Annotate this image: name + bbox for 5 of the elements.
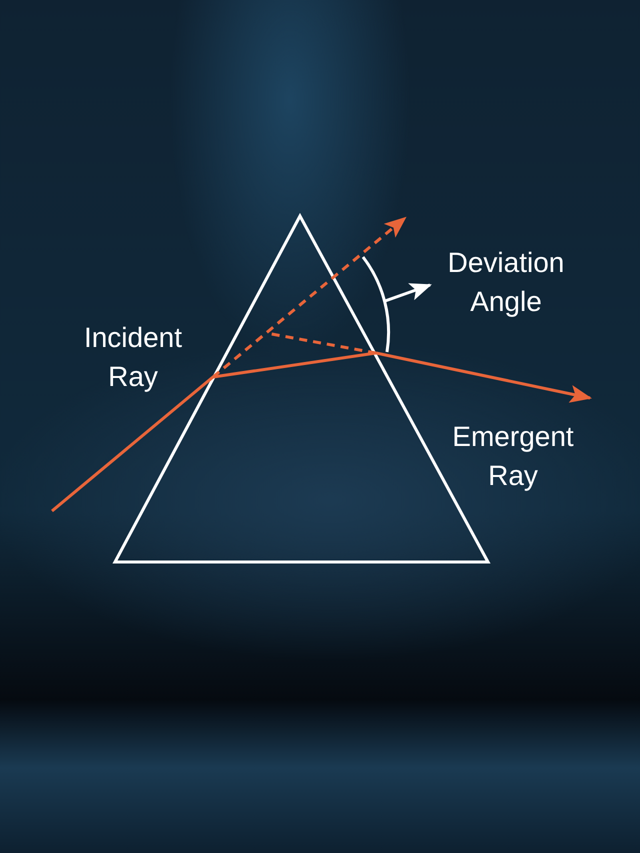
angle-label: Deviation Angle [430, 243, 582, 321]
angle-arc [362, 256, 390, 352]
leader-arrow [384, 283, 432, 302]
ray-label: Emergent Ray [451, 420, 575, 493]
ray-label: Incident Ray [82, 321, 184, 394]
